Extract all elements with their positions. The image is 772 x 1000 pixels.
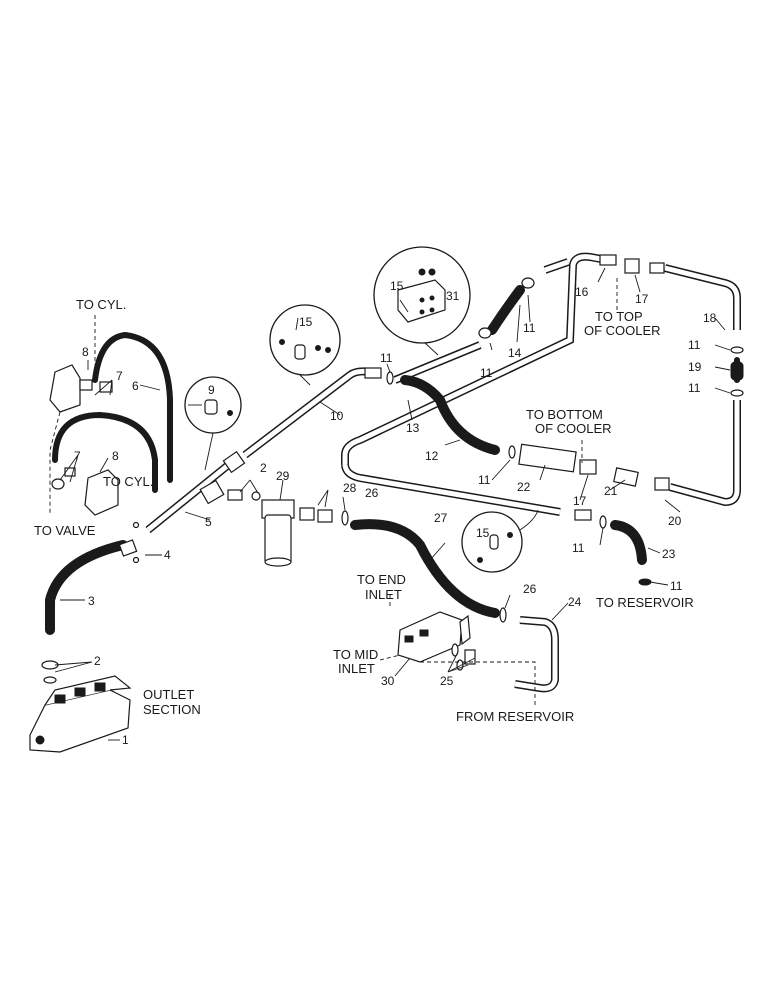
callout-11: 11 <box>478 473 491 487</box>
valve-block-8-mid <box>51 469 119 516</box>
relief-valve-8-top <box>49 364 93 413</box>
hose-23 <box>610 520 647 565</box>
callout-8: 8 <box>82 345 89 359</box>
callout-15: 15 <box>476 526 490 540</box>
callout-6: 6 <box>132 379 139 393</box>
control-valve-1 <box>29 675 132 753</box>
label-to-mid: TO MID <box>333 647 378 662</box>
callout-21: 21 <box>604 484 618 498</box>
callout-22: 22 <box>517 480 531 494</box>
label-inlet-mid: INLET <box>338 661 375 676</box>
pipe-5 <box>145 458 235 534</box>
label-inlet-end: INLET <box>365 587 402 602</box>
callout-11: 11 <box>688 381 701 395</box>
callout-25: 25 <box>440 674 454 688</box>
callout-13: 13 <box>406 421 420 435</box>
label-to-valve: TO VALVE <box>34 523 96 538</box>
pump-30 <box>397 611 471 663</box>
callout-11: 11 <box>572 541 585 555</box>
label-section: SECTION <box>143 702 201 717</box>
hose-14 <box>487 285 525 335</box>
hose-6b <box>52 411 158 493</box>
fittings-25 <box>451 643 476 671</box>
label-to-end: TO END <box>357 572 406 587</box>
pipe-22-straight <box>393 341 482 384</box>
callout-1: 1 <box>122 733 129 747</box>
callout-3: 3 <box>88 594 95 608</box>
callout-11: 11 <box>380 351 393 365</box>
label-from-reservoir: FROM RESERVOIR <box>456 709 574 724</box>
callout-11: 11 <box>480 366 493 380</box>
detail-circle-15-a <box>269 304 341 386</box>
filter-29 <box>261 499 295 567</box>
callout-4: 4 <box>164 548 171 562</box>
detail-circle-15-b <box>373 246 471 356</box>
label-to-reservoir: TO RESERVOIR <box>596 595 694 610</box>
hose-13 <box>400 375 500 455</box>
callout-17: 17 <box>573 494 587 508</box>
callout-30: 30 <box>381 674 395 688</box>
label-of-cooler-bottom: OF COOLER <box>535 421 612 436</box>
callout-27: 27 <box>434 511 448 525</box>
callout-15: 15 <box>299 315 313 329</box>
callout-17: 17 <box>635 292 649 306</box>
callout-16: 16 <box>575 285 589 299</box>
callout-14: 14 <box>508 346 522 360</box>
callout-15: 15 <box>390 279 404 293</box>
callout-7: 7 <box>116 369 123 383</box>
hose-27 <box>350 519 500 618</box>
callout-5: 5 <box>205 515 212 529</box>
callout-26: 26 <box>523 582 537 596</box>
callout-20: 20 <box>668 514 682 528</box>
callout-23: 23 <box>662 547 676 561</box>
label-outlet: OUTLET <box>143 687 194 702</box>
callout-8: 8 <box>112 449 119 463</box>
cooler-return-pipe-loop <box>341 252 741 516</box>
callout-2: 2 <box>260 461 267 475</box>
detail-circle-15-c <box>461 509 539 573</box>
callout-18: 18 <box>703 311 717 325</box>
label-to-top: TO TOP <box>595 309 643 324</box>
callout-28: 28 <box>343 481 357 495</box>
callout-11: 11 <box>523 321 536 335</box>
callout-26: 26 <box>365 486 379 500</box>
detail-circle-9 <box>184 376 242 471</box>
callout-9: 9 <box>208 383 215 397</box>
routing-labels: TO CYL. TO CYL. TO VALVE OUTLET SECTION … <box>34 297 694 724</box>
callout-11: 11 <box>688 338 701 352</box>
label-to-bottom: TO BOTTOM <box>526 407 603 422</box>
callout-19: 19 <box>688 360 702 374</box>
pipe-24 <box>514 616 559 693</box>
callout-7: 7 <box>74 449 81 463</box>
fittings <box>41 254 744 684</box>
hose-6 <box>92 331 173 483</box>
callout-2: 2 <box>94 654 101 668</box>
routing-dashes <box>49 278 618 705</box>
callout-10: 10 <box>330 409 344 423</box>
label-to-cyl-top: TO CYL. <box>76 297 126 312</box>
hose-3 <box>45 540 128 635</box>
callout-24: 24 <box>568 595 582 609</box>
callout-29: 29 <box>276 469 290 483</box>
callout-31: 31 <box>446 289 460 303</box>
label-of-cooler-top: OF COOLER <box>584 323 661 338</box>
callout-12: 12 <box>425 449 439 463</box>
callout-11: 11 <box>670 579 683 593</box>
leader-lines <box>54 267 731 741</box>
label-to-cyl-mid: TO CYL. <box>103 474 153 489</box>
callout-numbers: 1 2 2 3 4 5 6 7 7 8 8 9 10 11 11 11 11 1… <box>74 279 717 747</box>
